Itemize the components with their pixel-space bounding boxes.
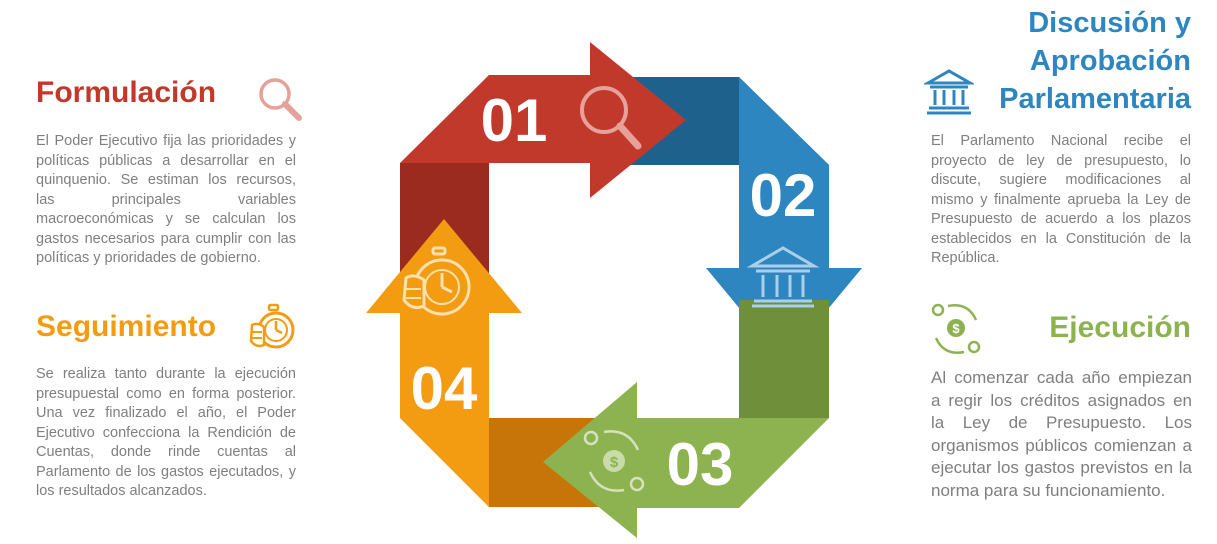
discusion-arrow xyxy=(706,77,862,362)
formulacion-number: 01 xyxy=(481,87,548,154)
formulacion-description: El Poder Ejecutivo fija las prioridades … xyxy=(36,133,296,266)
svg-text:$: $ xyxy=(952,321,960,336)
magnifier-icon xyxy=(580,86,642,150)
discusion-title-line-2: Aprobación xyxy=(1029,45,1191,77)
stopwatch-hand-icon xyxy=(249,303,295,349)
ejecucion-arrow xyxy=(543,382,829,538)
magnifier-icon xyxy=(259,78,302,121)
formulacion-title: Formulación xyxy=(36,76,217,109)
money-gears-cycle-icon: $ xyxy=(931,303,981,354)
seguimiento-arrow xyxy=(366,219,522,418)
formulacion-arrow xyxy=(400,42,686,198)
discusion-title-line-1: Discusión y xyxy=(1028,7,1191,39)
discusion-title-line-3: Parlamentaria xyxy=(999,83,1191,115)
parliament-building-icon xyxy=(924,69,974,115)
discusion-number: 02 xyxy=(750,162,817,229)
parliament-building-icon xyxy=(746,246,820,308)
discusion-description: El Parlamento Nacional recibe el proyect… xyxy=(931,133,1191,266)
ejecucion-connector xyxy=(739,300,829,418)
ejecucion-number: 03 xyxy=(667,431,734,498)
seguimiento-description: Se realiza tanto durante la ejecución pr… xyxy=(36,366,296,499)
svg-text:$: $ xyxy=(610,454,619,471)
ejecucion-title: Ejecución xyxy=(1049,311,1191,344)
discusion-title: Discusión y Aprobación Parlamentaria xyxy=(871,4,1191,118)
seguimiento-corner xyxy=(400,418,489,507)
money-gears-cycle-icon: $ xyxy=(583,430,645,492)
seguimiento-number: 04 xyxy=(411,355,478,422)
ejecucion-description: Al comenzar cada año empiezan a regir lo… xyxy=(931,368,1192,500)
stopwatch-hand-icon xyxy=(402,246,471,316)
seguimiento-title: Seguimiento xyxy=(36,310,217,343)
